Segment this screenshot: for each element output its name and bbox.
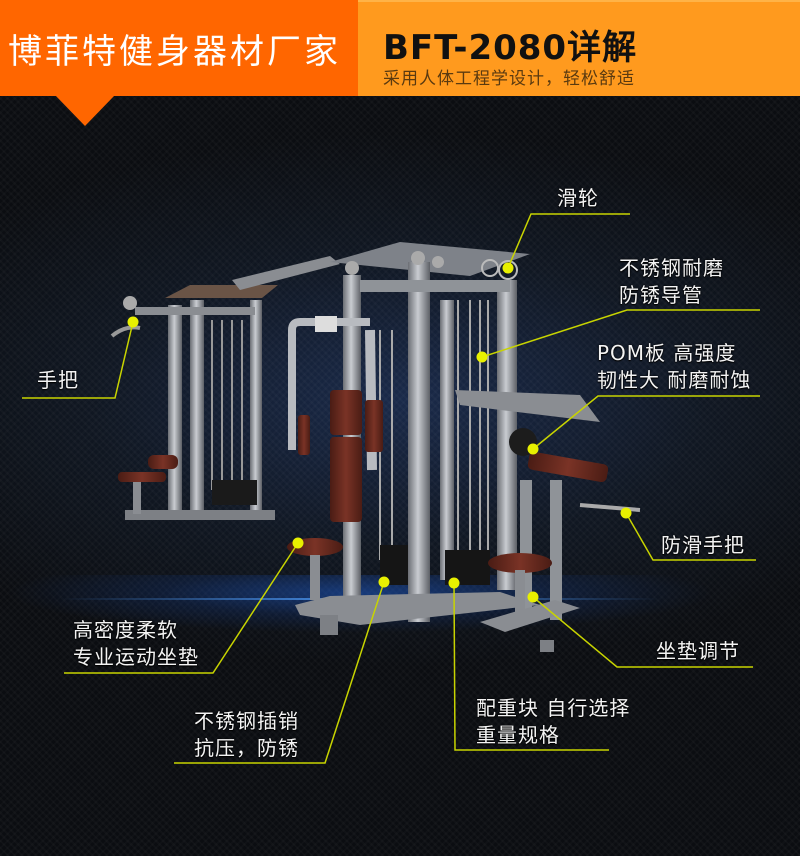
callout-seat-cushion: 高密度柔软 专业运动坐垫	[73, 617, 199, 671]
callout-guide-tube: 不锈钢耐磨 防锈导管	[619, 255, 724, 309]
callout-handle: 手把	[37, 367, 79, 394]
model-title: BFT-2080详解	[383, 28, 638, 68]
callout-guide-tube-line2: 防锈导管	[619, 283, 703, 307]
callout-weight-stack: 配重块 自行选择 重量规格	[476, 695, 630, 749]
callout-pom-board: POM板 高强度 韧性大 耐磨耐蚀	[597, 340, 751, 394]
callout-seat-adjust: 坐垫调节	[656, 638, 740, 665]
callout-seat-cushion-line2: 专业运动坐垫	[73, 645, 199, 669]
callout-seat-adjust-line1: 坐垫调节	[656, 639, 740, 663]
header-model-banner: BFT-2080详解 采用人体工程学设计，轻松舒适	[358, 0, 800, 96]
header-pointer-triangle	[55, 95, 115, 126]
model-subtitle: 采用人体工程学设计，轻松舒适	[383, 69, 635, 89]
company-title: 博菲特健身器材厂家	[8, 31, 341, 72]
callout-seat-cushion-line1: 高密度柔软	[73, 618, 178, 642]
callout-steel-pin: 不锈钢插销 抗压，防锈	[194, 708, 299, 762]
callout-handle-line1: 手把	[37, 368, 79, 392]
header-company-banner: 博菲特健身器材厂家	[0, 0, 358, 96]
callout-steel-pin-line1: 不锈钢插销	[194, 709, 299, 733]
callout-anti-slip-handle: 防滑手把	[661, 532, 745, 559]
callout-pom-board-line2: 韧性大 耐磨耐蚀	[597, 368, 752, 392]
callout-weight-stack-line1: 配重块 自行选择	[476, 696, 631, 720]
callout-weight-stack-line2: 重量规格	[476, 723, 560, 747]
callout-pulley: 滑轮	[557, 185, 599, 212]
callout-pom-board-line1: POM板 高强度	[597, 341, 737, 365]
callout-pulley-line1: 滑轮	[557, 186, 599, 210]
callout-anti-slip-handle-line1: 防滑手把	[661, 533, 745, 557]
callout-steel-pin-line2: 抗压，防锈	[194, 736, 299, 760]
callout-guide-tube-line1: 不锈钢耐磨	[619, 256, 724, 280]
